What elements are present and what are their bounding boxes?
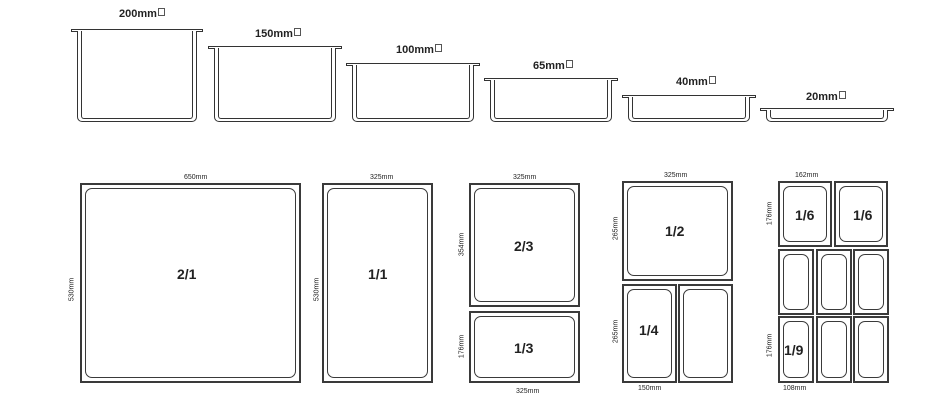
dim-label-176: 176mm bbox=[766, 201, 774, 226]
dim-label-325: 325mm bbox=[513, 174, 537, 181]
fraction-2-3: 2/3 bbox=[514, 238, 534, 254]
pan-side-20 bbox=[760, 108, 894, 122]
depth-label-65: 65mm bbox=[533, 60, 573, 72]
depth-text: 20mm bbox=[806, 91, 838, 103]
fraction-1-1: 1/1 bbox=[368, 266, 388, 282]
fraction-1-4: 1/4 bbox=[639, 322, 659, 338]
pan-2-3 bbox=[469, 183, 580, 307]
dim-label-325: 325mm bbox=[516, 388, 540, 395]
fraction-2-1: 2/1 bbox=[177, 266, 197, 282]
pan-1-4-right bbox=[678, 284, 733, 383]
fraction-1-6-left: 1/6 bbox=[795, 207, 815, 223]
pan-1-9 bbox=[778, 249, 814, 315]
pan-1-1 bbox=[322, 183, 433, 383]
pan-1-3 bbox=[469, 311, 580, 383]
depth-label-100: 100mm bbox=[396, 44, 442, 56]
dim-label-108: 108mm bbox=[783, 385, 807, 392]
depth-label-200: 200mm bbox=[119, 8, 165, 20]
depth-text: 100mm bbox=[396, 44, 434, 56]
pan-1-9 bbox=[853, 249, 889, 315]
dim-label-650: 650mm bbox=[184, 174, 208, 181]
pan-1-9 bbox=[816, 316, 852, 383]
pan-1-4-left bbox=[622, 284, 677, 383]
dim-label-325: 325mm bbox=[664, 172, 688, 179]
pan-1-9 bbox=[816, 249, 852, 315]
placeholder-glyph-icon bbox=[293, 28, 301, 36]
depth-text: 65mm bbox=[533, 60, 565, 72]
dim-label-530: 530mm bbox=[313, 277, 321, 302]
pan-1-6-left bbox=[778, 181, 832, 247]
dim-label-265: 265mm bbox=[612, 319, 620, 344]
depth-text: 40mm bbox=[676, 76, 708, 88]
pan-side-200 bbox=[71, 29, 203, 122]
fraction-1-6-right: 1/6 bbox=[853, 207, 873, 223]
fraction-1-2: 1/2 bbox=[665, 223, 685, 239]
dim-label-265: 265mm bbox=[612, 216, 620, 241]
placeholder-glyph-icon bbox=[434, 44, 442, 52]
placeholder-glyph-icon bbox=[838, 91, 846, 99]
dim-label-530: 530mm bbox=[68, 277, 76, 302]
pan-side-65 bbox=[484, 78, 618, 122]
placeholder-glyph-icon bbox=[157, 8, 165, 16]
depth-label-150: 150mm bbox=[255, 28, 301, 40]
depth-label-40: 40mm bbox=[676, 76, 716, 88]
dim-label-176: 176mm bbox=[458, 334, 466, 359]
placeholder-glyph-icon bbox=[565, 60, 573, 68]
pan-side-40 bbox=[622, 95, 756, 122]
fraction-1-3: 1/3 bbox=[514, 340, 534, 356]
depth-text: 150mm bbox=[255, 28, 293, 40]
dim-label-354: 354mm bbox=[458, 232, 466, 257]
pan-1-6-right bbox=[834, 181, 888, 247]
pan-side-150 bbox=[208, 46, 342, 122]
dim-label-162: 162mm bbox=[795, 172, 819, 179]
pan-1-2 bbox=[622, 181, 733, 281]
pan-1-9 bbox=[853, 316, 889, 383]
dim-label-325: 325mm bbox=[370, 174, 394, 181]
pan-1-9 bbox=[778, 316, 814, 383]
dim-label-176: 176mm bbox=[766, 333, 774, 358]
pan-2-1 bbox=[80, 183, 301, 383]
depth-text: 200mm bbox=[119, 8, 157, 20]
depth-label-20: 20mm bbox=[806, 91, 846, 103]
fraction-1-9: 1/9 bbox=[784, 342, 804, 358]
placeholder-glyph-icon bbox=[708, 76, 716, 84]
pan-side-100 bbox=[346, 63, 480, 122]
dim-label-150: 150mm bbox=[638, 385, 662, 392]
